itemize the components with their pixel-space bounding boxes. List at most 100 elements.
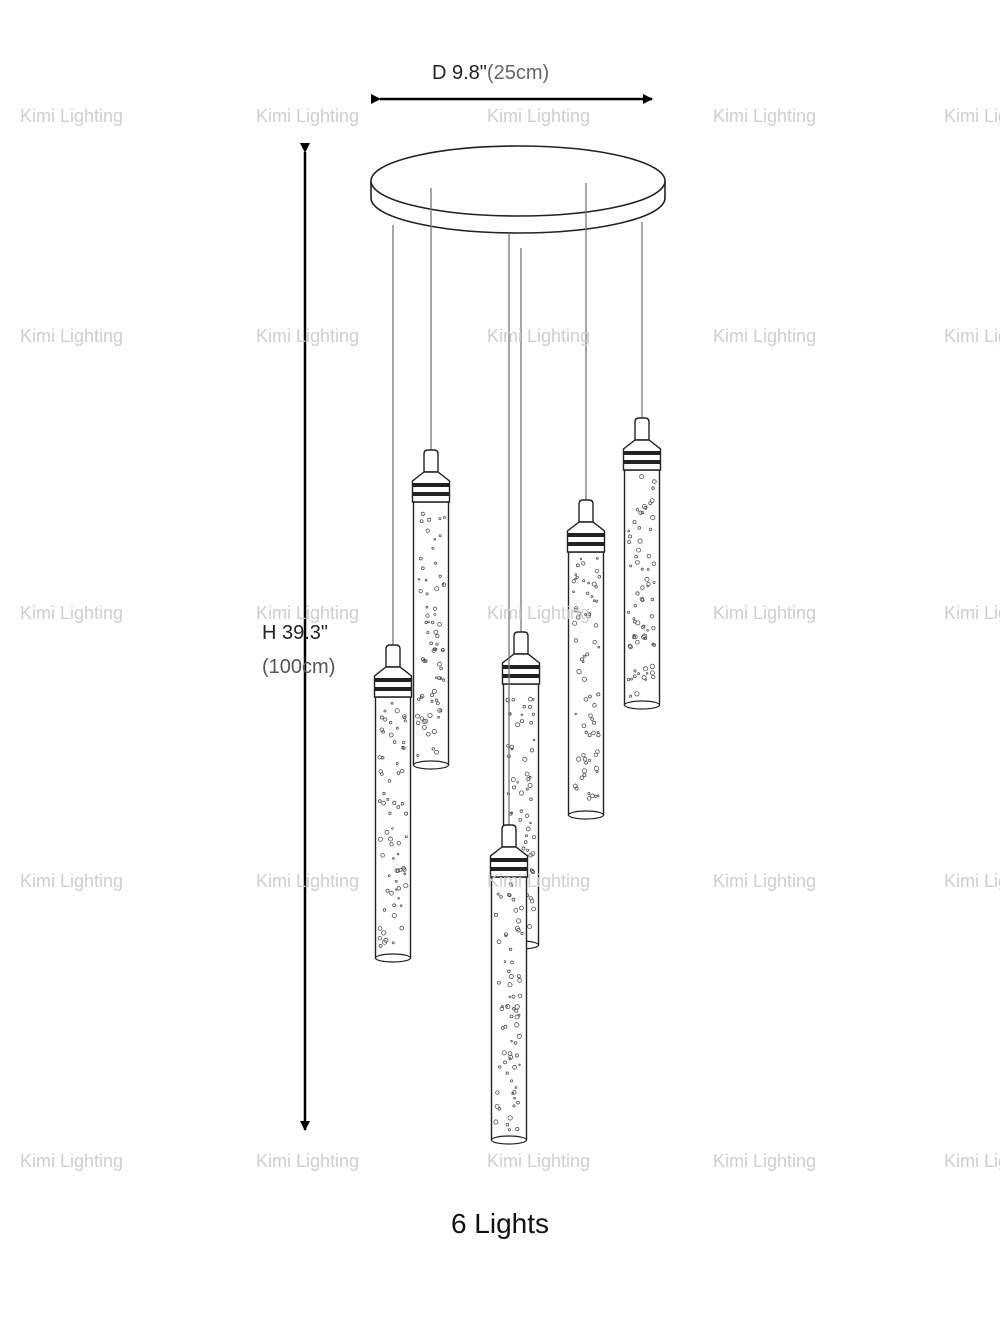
bubble: [531, 906, 536, 912]
bubble: [379, 727, 385, 732]
bubble: [590, 717, 594, 721]
bubble: [392, 856, 395, 860]
bubble: [433, 561, 438, 565]
watermark: Kimi Lighting: [944, 871, 1000, 891]
pendant: [373, 225, 413, 963]
bubble: [576, 756, 582, 762]
pendant: [411, 188, 451, 770]
cap-top: [634, 417, 650, 441]
cap-ring: [374, 678, 412, 682]
watermark: Kimi Lighting: [20, 106, 124, 126]
bubble: [426, 630, 430, 634]
bubble: [437, 715, 440, 719]
bubble: [417, 697, 421, 701]
bubble: [516, 1100, 520, 1105]
bubble: [500, 1005, 504, 1009]
bubble: [427, 712, 433, 718]
cap-top: [578, 499, 594, 523]
bubble: [427, 620, 430, 624]
bubble: [425, 605, 429, 609]
bubble: [522, 756, 528, 762]
bubble: [532, 835, 537, 840]
bubble: [518, 817, 523, 822]
bubble: [388, 732, 394, 738]
bubble: [629, 564, 633, 568]
bubble: [383, 717, 388, 722]
bubble: [574, 573, 578, 576]
watermark: Kimi Lighting: [713, 603, 817, 623]
bubble: [581, 660, 585, 663]
bubble: [514, 1053, 519, 1058]
cap-ring: [623, 451, 661, 455]
bubble: [401, 740, 406, 745]
bubble: [510, 960, 514, 965]
bubble: [402, 867, 407, 872]
bubble: [391, 941, 395, 945]
bubble: [377, 755, 382, 760]
bubble: [576, 669, 582, 675]
height-metric-label: (100cm): [262, 656, 336, 678]
bubble: [391, 913, 397, 919]
bubble: [592, 640, 597, 645]
bubble: [512, 1065, 517, 1070]
bubble: [515, 722, 520, 728]
bubble: [505, 1004, 511, 1010]
bubble: [587, 792, 591, 795]
bubble: [418, 588, 423, 594]
bubble: [437, 621, 442, 627]
cap-ring: [490, 858, 528, 862]
bubble: [652, 643, 657, 647]
bubble: [389, 720, 393, 725]
glass-tube: [412, 501, 450, 766]
bubble: [640, 510, 645, 515]
watermark: Kimi Lighting: [256, 106, 360, 126]
bubble: [396, 886, 401, 891]
bubble: [501, 1050, 507, 1056]
bubble: [508, 1057, 512, 1061]
bubble: [650, 597, 655, 602]
cap-ring: [567, 542, 605, 546]
bubble: [529, 868, 533, 872]
bubble: [648, 527, 653, 532]
bubble: [520, 931, 524, 935]
bubble: [435, 642, 439, 646]
bubble: [387, 874, 391, 877]
bubble: [531, 698, 535, 701]
bubble: [434, 698, 439, 702]
bubble: [399, 925, 405, 931]
bubble: [380, 853, 385, 858]
bubble: [434, 749, 439, 755]
bubble: [652, 479, 657, 484]
bubble: [431, 688, 437, 694]
bubble: [640, 598, 645, 603]
bubble: [378, 943, 383, 948]
bubble: [401, 745, 405, 750]
bubble: [645, 672, 649, 675]
bubble: [437, 676, 442, 681]
bubble: [515, 1127, 520, 1132]
bubble: [439, 666, 443, 671]
bubble: [517, 1013, 521, 1017]
bubble: [431, 747, 435, 751]
bubble: [440, 648, 445, 653]
cap-top: [513, 631, 529, 655]
bubble: [646, 584, 650, 588]
bubble: [529, 748, 535, 753]
bubble: [519, 905, 524, 911]
bubble: [434, 676, 438, 680]
bubble: [494, 1104, 500, 1109]
bubble: [438, 517, 442, 521]
bubble: [381, 800, 386, 806]
bubble: [394, 708, 400, 714]
bubble: [592, 599, 596, 602]
bubble: [394, 868, 400, 873]
bubble: [378, 799, 382, 803]
bubble: [634, 691, 640, 697]
bubble: [427, 517, 432, 522]
bubble: [640, 567, 644, 571]
bubble: [379, 715, 384, 720]
bubble: [387, 779, 392, 783]
bubble: [633, 619, 637, 624]
bubble: [511, 1091, 515, 1095]
bubble: [378, 769, 383, 774]
